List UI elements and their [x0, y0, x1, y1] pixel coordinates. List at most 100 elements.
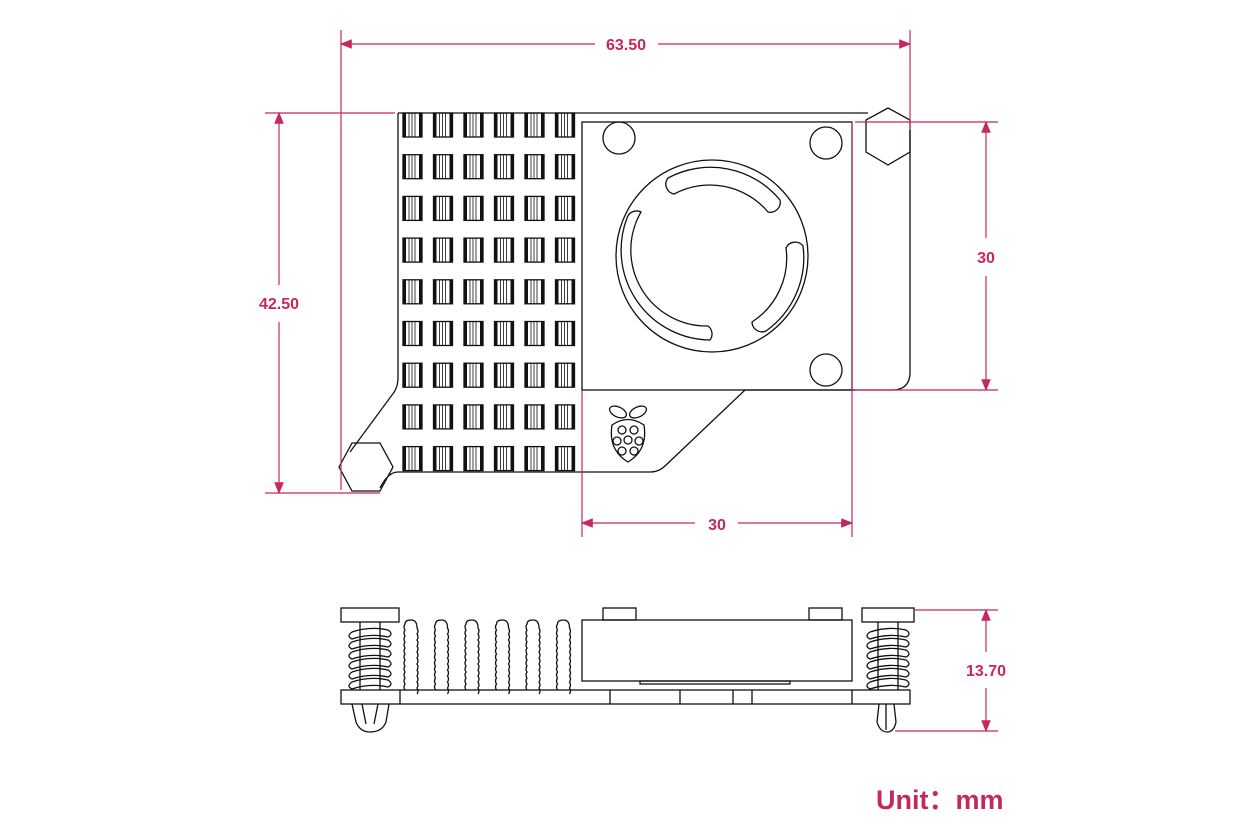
spring-coil-left: [348, 647, 392, 660]
mounting-hole: [809, 126, 843, 160]
side-fin: [433, 619, 450, 695]
fin-block: [493, 320, 515, 347]
dim-overall-width: 63.50: [606, 37, 646, 54]
fan-body: [581, 619, 853, 682]
fin-block: [463, 320, 484, 347]
fin-block: [554, 445, 576, 472]
screw-head-right: [861, 607, 915, 623]
fan-tab: [602, 607, 637, 621]
fin-block: [402, 279, 423, 305]
fin-block: [432, 195, 454, 222]
fin-block: [402, 362, 423, 388]
spring-coil-left: [348, 677, 392, 690]
fin-block: [463, 112, 484, 138]
spring-coil-right: [866, 647, 910, 660]
unit-label: Unit：mm: [876, 785, 1004, 815]
fin-block: [463, 404, 484, 430]
spring-coil-right: [866, 637, 910, 650]
fin-block: [402, 445, 423, 472]
fin-block: [493, 445, 515, 472]
fin-block: [432, 112, 454, 138]
fin-block: [524, 195, 545, 222]
spring-coil-left: [348, 637, 392, 650]
fin-block: [463, 195, 484, 222]
top-view: [338, 107, 911, 492]
dim-fan-height: 30: [977, 250, 995, 267]
fin-block: [493, 404, 515, 430]
fin-block: [432, 279, 454, 305]
dim-fan-width: 30: [708, 517, 726, 534]
fin-block: [524, 279, 545, 305]
fan-circle: [615, 159, 809, 353]
fin-block: [432, 404, 454, 430]
springs: [348, 622, 910, 690]
spring-coil-right: [866, 627, 910, 640]
fin-block: [524, 237, 545, 263]
fin-block: [432, 320, 454, 347]
screw-head-left: [340, 607, 400, 623]
push-pin-left: [351, 703, 390, 733]
fin-block: [463, 154, 484, 180]
spring-coil-left: [348, 627, 392, 640]
side-fin: [464, 619, 480, 695]
mounting-hole: [602, 121, 636, 155]
fin-block: [463, 237, 484, 263]
fin-block: [554, 154, 576, 180]
fin-block: [402, 112, 423, 138]
fin-block: [432, 362, 454, 388]
fin-block: [524, 320, 545, 347]
fin-block: [402, 195, 423, 222]
fin-grid: [402, 112, 576, 472]
spring-coil-right: [866, 677, 910, 690]
fin-block: [524, 445, 545, 472]
fin-block: [524, 404, 545, 430]
fin-block: [493, 237, 515, 263]
fin-block: [432, 237, 454, 263]
dim-side-height: 13.70: [966, 663, 1006, 680]
fan-tab: [808, 607, 843, 621]
fin-block: [402, 154, 423, 180]
side-fins: [403, 619, 572, 695]
fin-block: [432, 445, 454, 472]
side-fin: [555, 619, 572, 695]
side-fin: [525, 619, 541, 695]
spring-coil-right: [866, 667, 910, 680]
fin-block: [493, 195, 515, 222]
fin-block: [402, 404, 423, 430]
side-view: [340, 607, 915, 733]
fin-block: [554, 362, 576, 388]
fin-block: [554, 195, 576, 222]
fin-block: [402, 237, 423, 263]
fin-block: [463, 362, 484, 388]
fin-block: [554, 112, 576, 138]
hex-nut-bottom-left: [338, 442, 394, 492]
side-fin: [403, 619, 419, 695]
dimension-lines: 63.50 42.50 30 30 13.70: [259, 30, 1006, 733]
base-plate: [340, 689, 911, 705]
fin-block: [493, 154, 515, 180]
fin-block: [554, 279, 576, 305]
fin-block: [493, 362, 515, 388]
spring-coil-right: [866, 657, 910, 670]
fin-block: [554, 320, 576, 347]
fin-block: [524, 362, 545, 388]
spring-coil-left: [348, 657, 392, 670]
fan-pad: [639, 680, 791, 685]
fin-block: [463, 279, 484, 305]
fan-blade-slots: [620, 166, 805, 341]
fan-frame: [581, 121, 853, 391]
mounting-hole: [809, 353, 843, 387]
fin-block: [493, 112, 515, 138]
fin-block: [463, 445, 484, 472]
fin-block: [493, 279, 515, 305]
fin-block: [402, 320, 423, 347]
raspberry-pi-logo-icon: [608, 405, 648, 463]
fin-block: [554, 404, 576, 430]
dim-overall-height: 42.50: [259, 296, 299, 313]
side-fin: [494, 619, 511, 695]
fin-block: [524, 112, 545, 138]
hex-nut-top-right: [865, 107, 911, 166]
spring-coil-left: [348, 667, 392, 680]
fin-block: [524, 154, 545, 180]
